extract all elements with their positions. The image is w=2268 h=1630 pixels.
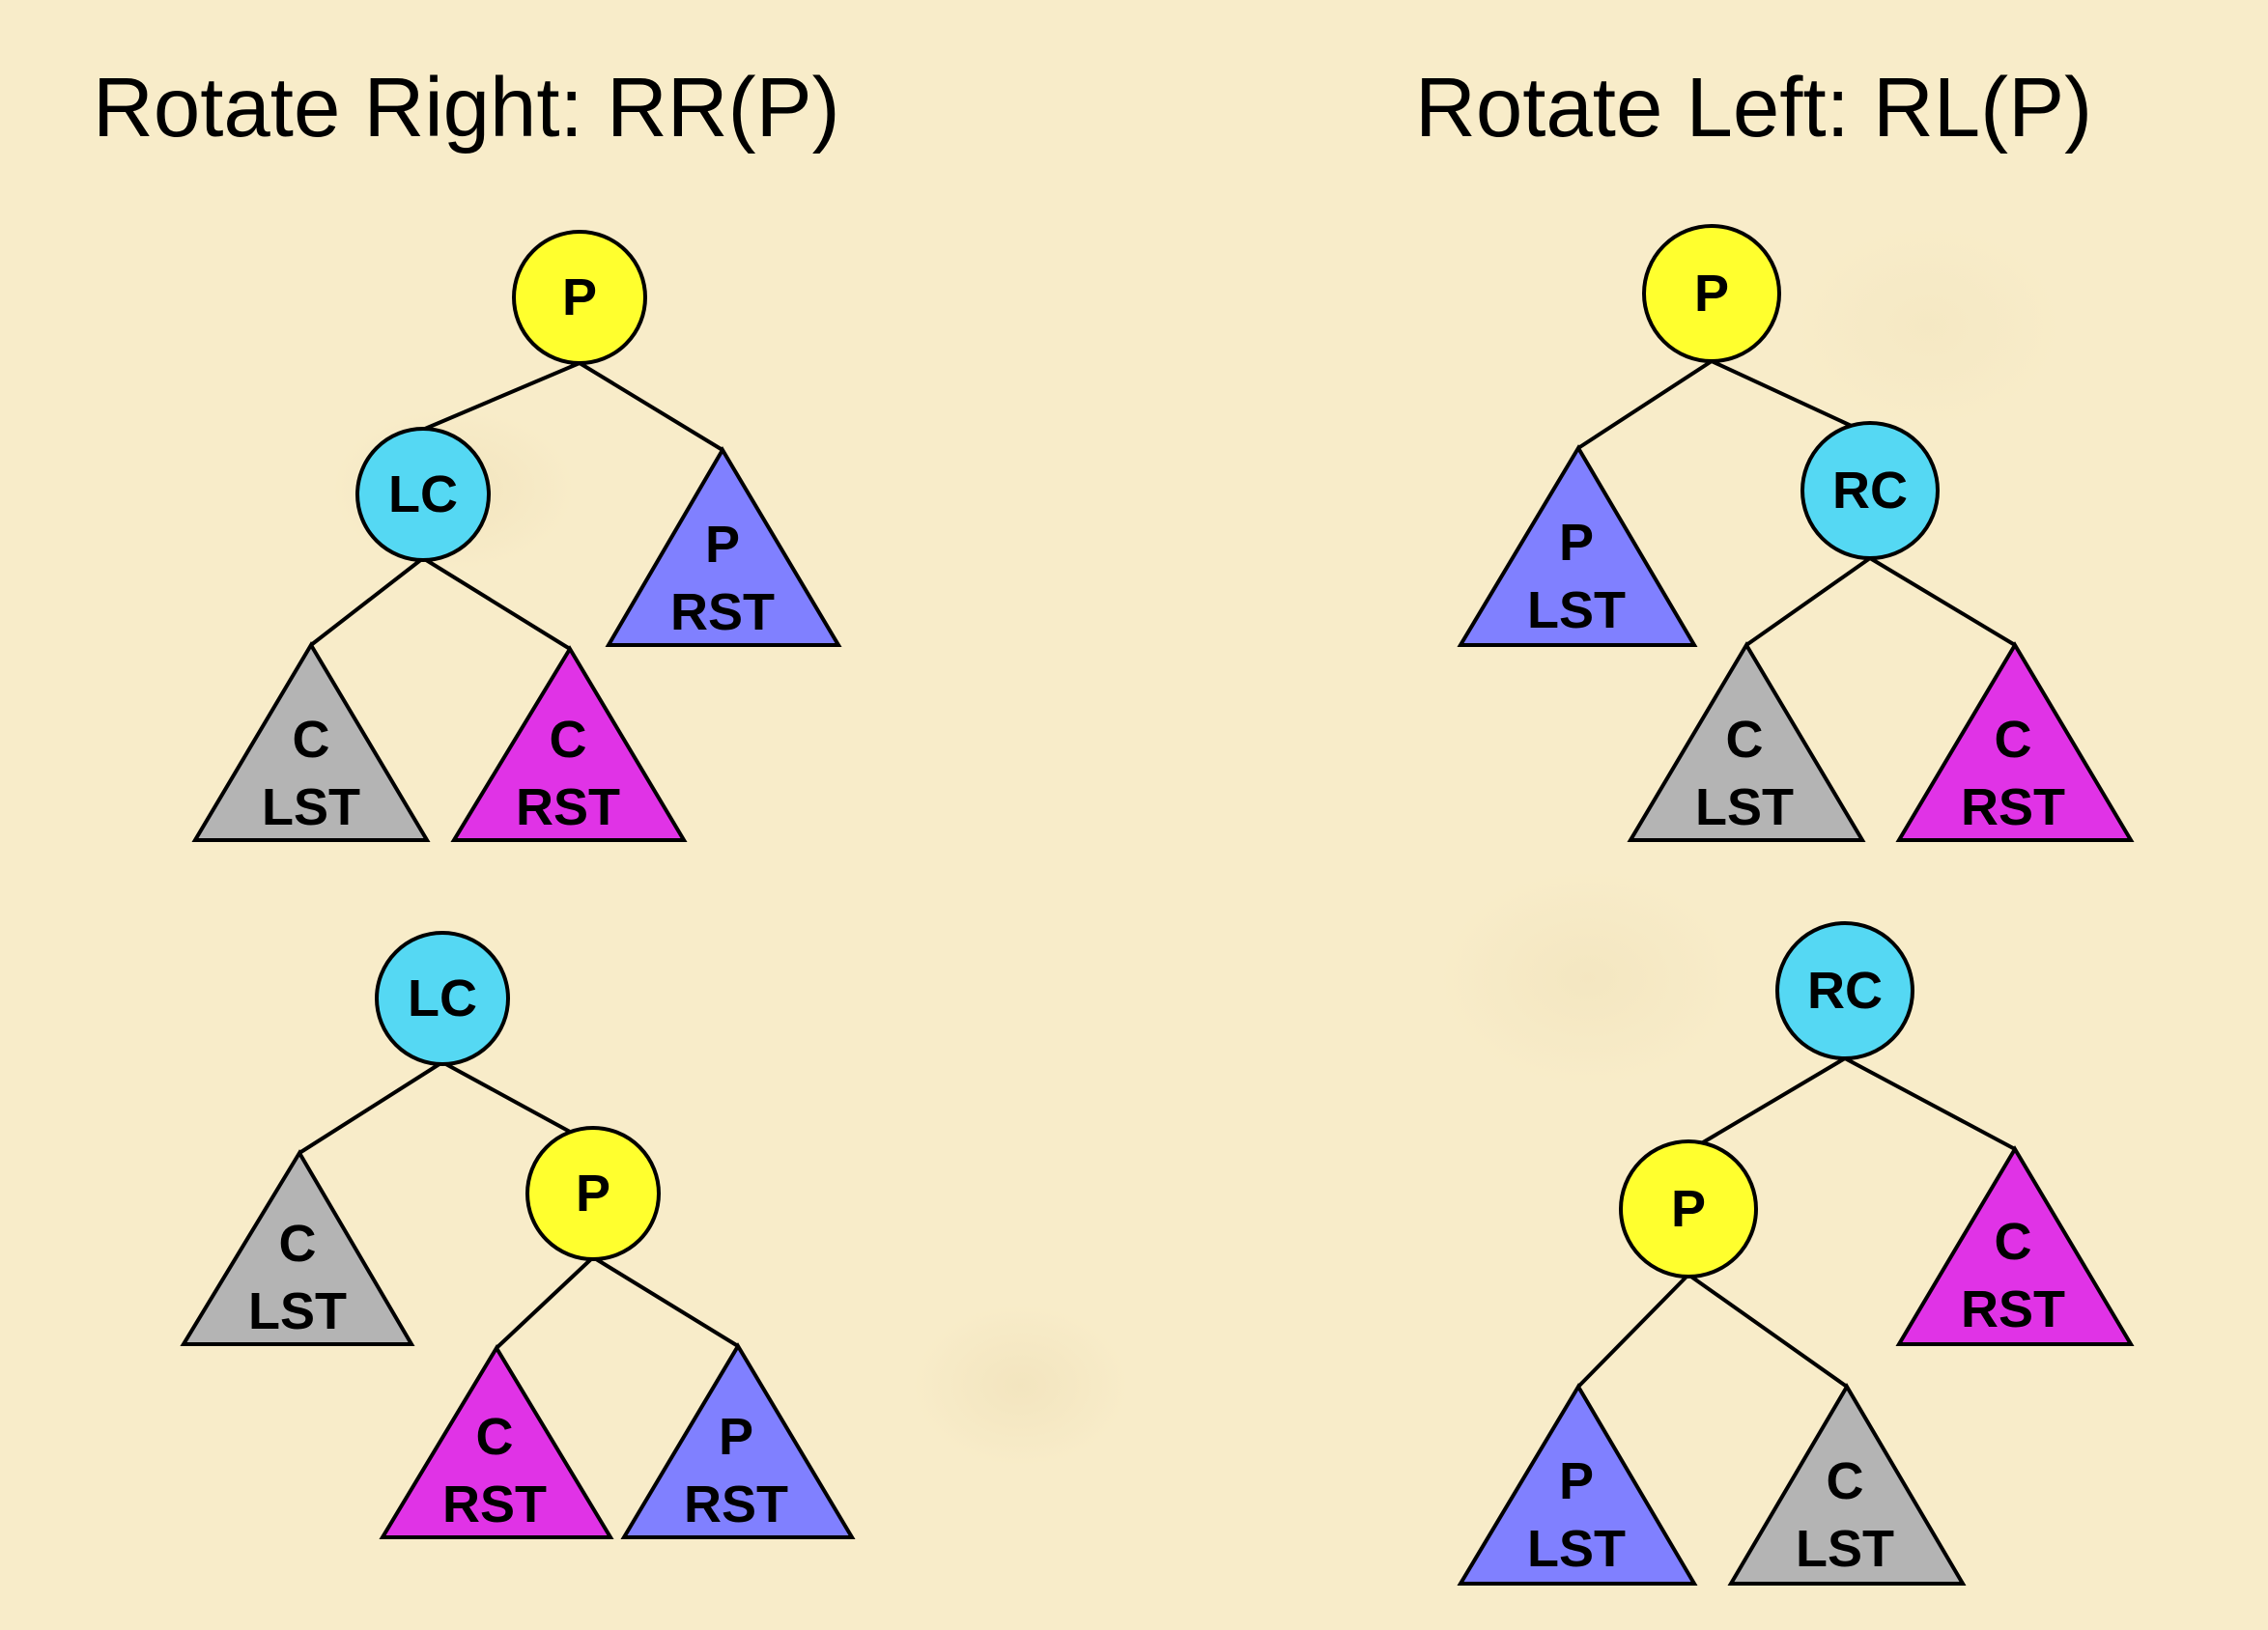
subtree-p-lst: P LST	[1457, 1383, 1698, 1586]
subtree-p-lst-bottom-label: LST	[1527, 581, 1626, 639]
edge	[309, 556, 425, 647]
edge	[298, 1060, 444, 1155]
subtree-p-rst-top-label: P	[719, 1408, 753, 1466]
node-lc-label: LC	[408, 970, 477, 1027]
node-rc: RC	[1775, 921, 1914, 1060]
subtree-c-lst: C LST	[191, 641, 431, 842]
edge	[421, 556, 572, 651]
node-p: P	[1619, 1139, 1758, 1279]
subtree-c-rst-bottom-label: RST	[1961, 778, 2065, 836]
subtree-p-lst-top-label: P	[1559, 514, 1594, 572]
subtree-p-rst-triangle	[620, 1342, 856, 1539]
rotate-left-before-tree: P RC P LST C LST C RST	[1457, 224, 2135, 842]
subtree-c-rst-top-label: C	[1995, 1213, 2032, 1271]
subtree-c-rst: C RST	[1895, 641, 2135, 842]
subtree-c-rst-top-label: C	[1995, 711, 2032, 769]
node-lc: LC	[355, 427, 491, 562]
subtree-p-rst-triangle	[605, 446, 842, 647]
subtree-c-rst: C RST	[1895, 1145, 2135, 1346]
subtree-p-lst-triangle	[1457, 1383, 1698, 1586]
node-rc-label: RC	[1832, 462, 1908, 520]
node-rc-label: RC	[1807, 962, 1883, 1020]
edge	[1868, 556, 2017, 647]
node-p-label: P	[576, 1165, 610, 1222]
subtree-p-lst: P LST	[1457, 444, 1698, 647]
subtree-p-rst-bottom-label: RST	[684, 1475, 788, 1533]
subtree-c-rst-triangle	[450, 645, 688, 842]
node-lc-circle	[355, 427, 491, 562]
subtree-p-rst: P RST	[605, 446, 842, 647]
subtree-p-rst: P RST	[620, 1342, 856, 1539]
node-p-circle	[1642, 224, 1781, 363]
subtree-c-rst-triangle	[1895, 1145, 2135, 1346]
node-lc-circle	[375, 931, 510, 1066]
edge	[1711, 359, 1871, 436]
subtree-c-lst-triangle	[1727, 1383, 1967, 1586]
subtree-c-lst-bottom-label: LST	[248, 1282, 347, 1340]
subtree-c-rst-top-label: C	[550, 711, 587, 769]
edge	[591, 1255, 740, 1348]
subtree-p-rst-top-label: P	[705, 516, 740, 574]
node-lc-label: LC	[388, 465, 458, 523]
subtree-p-rst-bottom-label: RST	[670, 583, 775, 641]
subtree-p-lst-bottom-label: LST	[1527, 1520, 1626, 1578]
subtree-c-lst: C LST	[1627, 641, 1866, 842]
edge	[1576, 359, 1714, 450]
subtree-c-lst-bottom-label: LST	[262, 778, 360, 836]
node-p: P	[525, 1126, 661, 1261]
edge	[1687, 1056, 1847, 1153]
edge	[441, 1060, 571, 1134]
rotate-left-after-tree: RC P C RST P LST C LST	[1457, 921, 2135, 1586]
subtree-c-rst-triangle	[379, 1344, 614, 1539]
rotate-right-after-tree: LC P C LST C RST P RST	[180, 931, 856, 1539]
node-lc: LC	[375, 931, 510, 1066]
edge	[424, 361, 581, 431]
subtree-c-lst-triangle	[180, 1149, 415, 1346]
node-rc-circle	[1775, 921, 1914, 1060]
edge	[578, 361, 724, 452]
subtree-c-rst: C RST	[379, 1344, 614, 1539]
node-p-label: P	[1671, 1180, 1706, 1238]
edge	[1844, 1056, 2016, 1151]
subtree-c-lst: C LST	[1727, 1383, 1967, 1586]
node-p: P	[1642, 224, 1781, 363]
edge	[1687, 1273, 1849, 1389]
subtree-c-rst-bottom-label: RST	[1961, 1280, 2065, 1338]
node-p-label: P	[1694, 265, 1729, 323]
subtree-c-lst-triangle	[191, 641, 431, 842]
subtree-c-rst-bottom-label: RST	[442, 1475, 547, 1533]
node-p: P	[512, 230, 647, 365]
node-rc-circle	[1800, 421, 1940, 560]
subtree-p-lst-triangle	[1457, 444, 1698, 647]
node-p-circle	[1619, 1139, 1758, 1279]
subtree-c-lst-bottom-label: LST	[1695, 778, 1794, 836]
subtree-c-rst-bottom-label: RST	[516, 778, 620, 836]
rotate-left-title: Rotate Left: RL(P)	[1415, 61, 2093, 155]
rotate-right-title: Rotate Right: RR(P)	[93, 61, 840, 155]
node-p-circle	[512, 230, 647, 365]
subtree-c-lst-bottom-label: LST	[1796, 1520, 1894, 1578]
subtree-c-lst-triangle	[1627, 641, 1866, 842]
subtree-c-rst-top-label: C	[476, 1408, 514, 1466]
subtree-c-lst: C LST	[180, 1149, 415, 1346]
node-p-label: P	[562, 268, 597, 326]
subtree-c-lst-top-label: C	[1726, 711, 1764, 769]
subtree-c-rst-triangle	[1895, 641, 2135, 842]
subtree-c-rst: C RST	[450, 645, 688, 842]
subtree-c-lst-top-label: C	[279, 1215, 317, 1273]
edge	[495, 1255, 595, 1350]
node-p-circle	[525, 1126, 661, 1261]
rotate-right-before-tree: P LC P RST C LST C RST	[191, 230, 842, 842]
subtree-p-lst-top-label: P	[1559, 1452, 1594, 1510]
subtree-c-lst-top-label: C	[1827, 1452, 1864, 1510]
edge	[1576, 1273, 1690, 1389]
edge	[1744, 556, 1872, 647]
subtree-c-lst-top-label: C	[293, 711, 330, 769]
node-rc: RC	[1800, 421, 1940, 560]
